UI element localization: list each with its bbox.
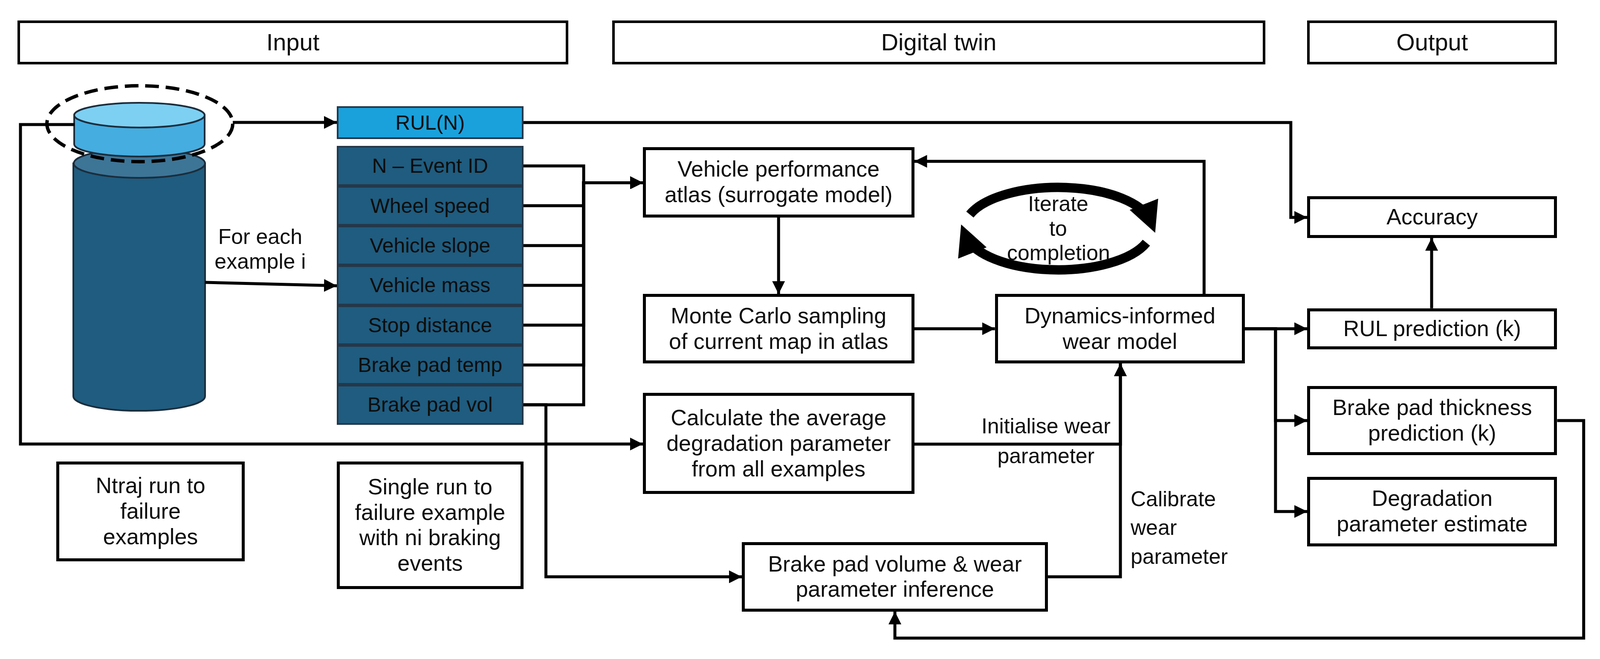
output-box: Brake pad thickness prediction (k) xyxy=(1307,385,1557,456)
section-header: Digital twin xyxy=(612,20,1266,65)
brake-pad-top xyxy=(74,102,205,128)
node-text: Degradation parameter estimate xyxy=(1322,485,1542,537)
connector-arrow xyxy=(523,182,643,206)
connector-arrow xyxy=(523,404,742,577)
data-arrow xyxy=(232,121,337,125)
connector-arrow xyxy=(914,363,1121,444)
output-box: Degradation parameter estimate xyxy=(1307,476,1557,547)
output-box: RUL prediction (k) xyxy=(1307,308,1557,350)
node-text: Single run to failure example with ni br… xyxy=(350,474,511,576)
node-text: Digital twin xyxy=(881,28,997,56)
input-field: Brake pad vol xyxy=(336,384,524,425)
connector-arrow xyxy=(894,420,1584,638)
data-arrow xyxy=(20,124,643,444)
connector-arrow xyxy=(523,122,1308,218)
node-text: Accuracy xyxy=(1386,204,1478,230)
database-cylinder xyxy=(73,163,206,411)
connector-arrow xyxy=(914,161,1205,294)
node-text: Dynamics-informed wear model xyxy=(1008,303,1232,355)
node-text: Stop distance xyxy=(367,313,492,337)
connector-arrow xyxy=(523,182,643,405)
node-text: RUL prediction (k) xyxy=(1343,315,1522,342)
node-text: Calculate the average degradation parame… xyxy=(656,405,902,482)
node-text: Vehicle slope xyxy=(369,233,491,258)
connector-arrow xyxy=(523,182,643,286)
input-field: Brake pad temp xyxy=(336,344,524,385)
process-box: Calculate the average degradation parame… xyxy=(642,392,915,494)
connector-arrow xyxy=(1047,363,1121,577)
node-text: RUL(N) xyxy=(395,110,466,135)
node-text: Vehicle mass xyxy=(369,273,491,297)
section-header: Output xyxy=(1307,20,1557,65)
process-box: Brake pad volume & wear parameter infere… xyxy=(741,541,1048,612)
connector-arrow xyxy=(523,182,643,365)
node-text: Brake pad thickness prediction (k) xyxy=(1322,394,1542,446)
node-text: N – Event ID xyxy=(372,153,489,178)
edge-label: Initialise wear parameter xyxy=(975,410,1117,471)
process-box: Vehicle performance atlas (surrogate mod… xyxy=(642,147,915,218)
connector-arrow xyxy=(914,326,996,330)
connector-arrow xyxy=(1244,328,1308,421)
connector-arrow xyxy=(1244,326,1308,330)
node-text: Input xyxy=(266,28,320,56)
node-text: Monte Carlo sampling of current map in a… xyxy=(662,303,895,355)
note-box: Single run to failure example with ni br… xyxy=(336,461,524,589)
edge-label: Calibrate wear parameter xyxy=(1130,484,1233,572)
connector-arrow xyxy=(523,182,643,325)
node-text: Wheel speed xyxy=(370,193,490,218)
node-text: Brake pad volume & wear parameter infere… xyxy=(755,551,1035,603)
connector-arrow xyxy=(777,217,781,295)
process-box: Dynamics-informed wear model xyxy=(995,293,1245,364)
input-field: Vehicle mass xyxy=(336,265,524,305)
connector-arrow xyxy=(1244,328,1308,512)
connector-arrow xyxy=(523,182,643,246)
node-text: Vehicle performance atlas (surrogate mod… xyxy=(656,156,902,208)
annotation-label: Iterate to completion xyxy=(1006,191,1110,266)
annotation-label: For each example i xyxy=(211,224,310,274)
input-field: Stop distance xyxy=(336,305,524,345)
node-text: Ntraj run to failure examples xyxy=(76,472,226,550)
section-header: Input xyxy=(17,20,569,65)
input-field: Wheel speed xyxy=(336,185,524,226)
connector-arrow xyxy=(523,165,643,183)
connector-arrow xyxy=(1430,237,1434,309)
input-field: Vehicle slope xyxy=(336,225,524,266)
rul-input-field: RUL(N) xyxy=(336,106,524,139)
process-box: Monte Carlo sampling of current map in a… xyxy=(642,293,915,364)
data-arrow xyxy=(205,282,337,286)
node-text: Brake pad temp xyxy=(357,352,503,377)
input-field: N – Event ID xyxy=(336,145,524,186)
highlight-ellipse xyxy=(46,85,233,162)
note-box: Ntraj run to failure examples xyxy=(56,461,246,562)
node-text: Output xyxy=(1396,28,1468,56)
output-box: Accuracy xyxy=(1307,196,1557,238)
node-text: Brake pad vol xyxy=(367,392,493,417)
